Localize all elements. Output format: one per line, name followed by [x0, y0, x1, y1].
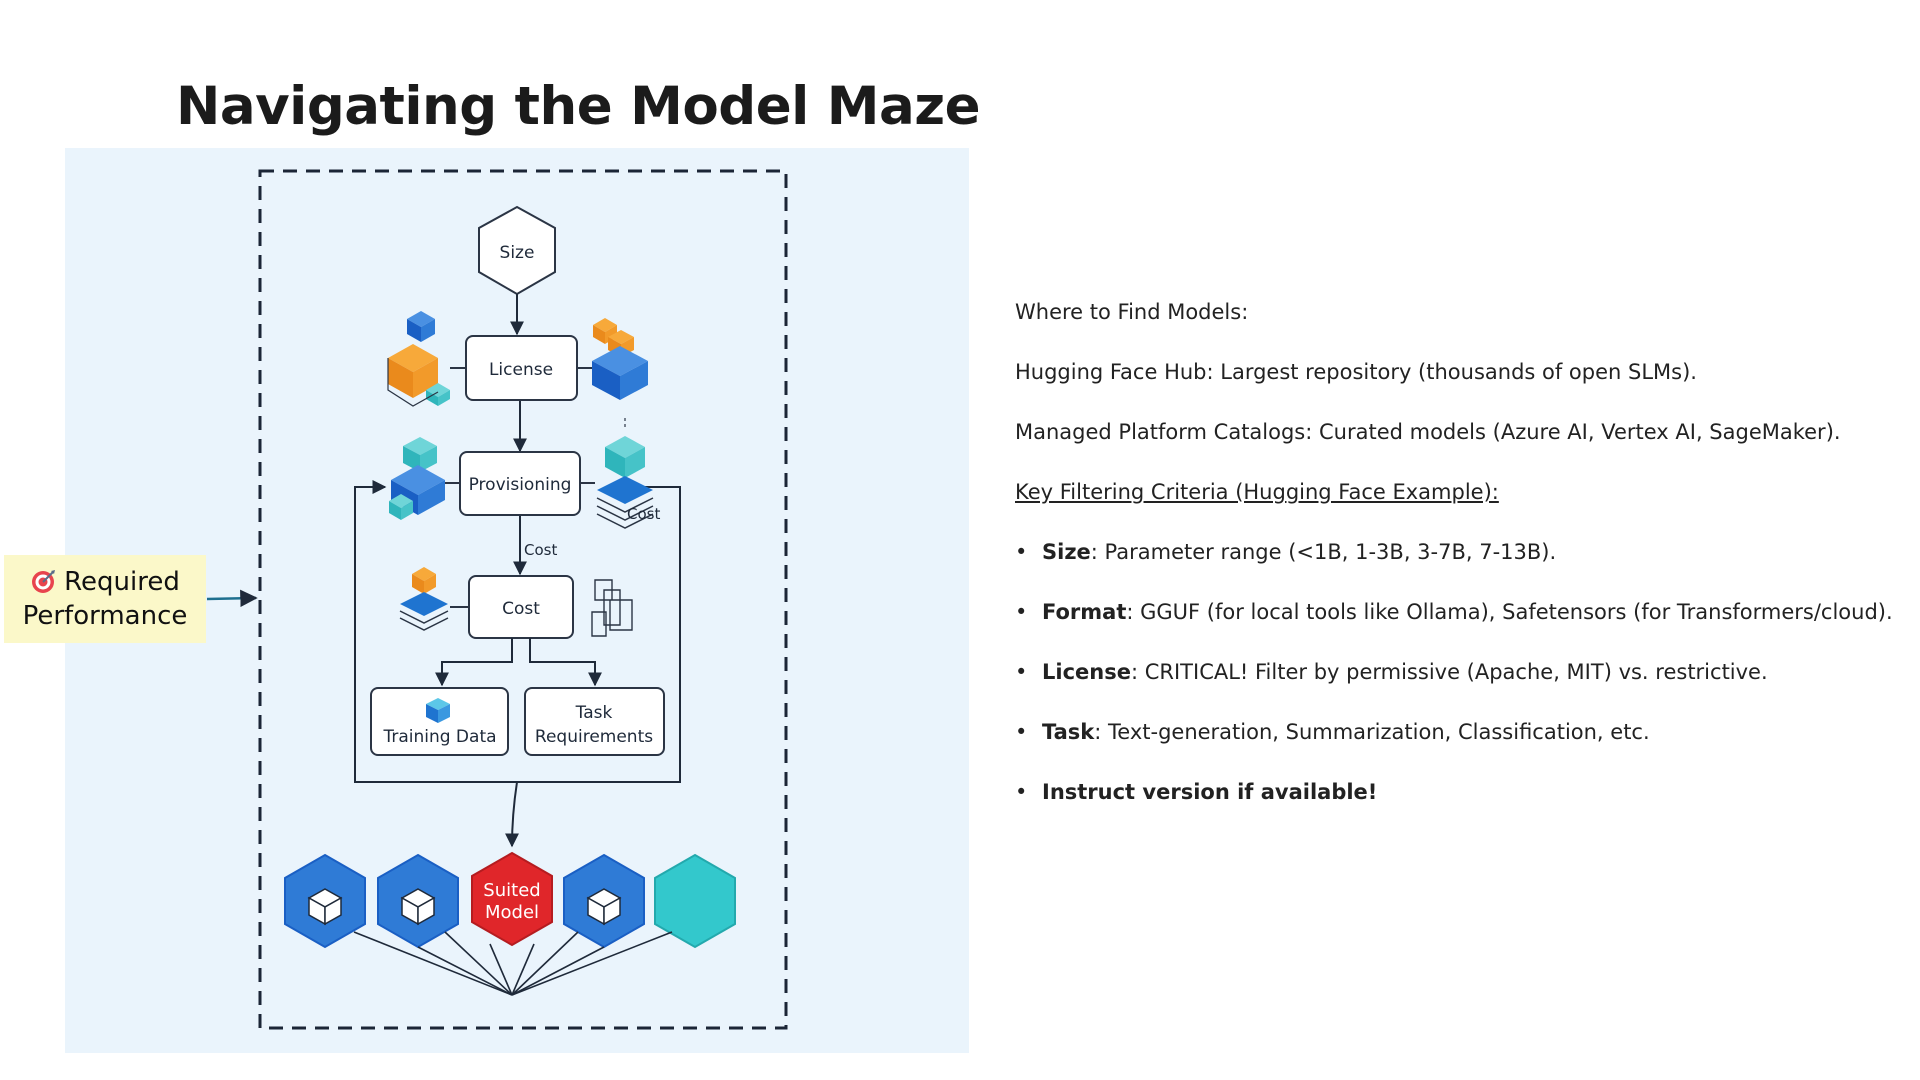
candidate-model-hex-3 [563, 853, 645, 949]
cube-icon [426, 698, 450, 723]
branch-training-data [435, 638, 513, 687]
list-item: License: CRITICAL! Filter by permissive … [1015, 660, 1895, 684]
cube-layers-orange-icon [399, 567, 449, 631]
training-data-label: Training Data [382, 727, 496, 747]
source-managed-platforms: Managed Platform Catalogs: Curated model… [1015, 420, 1841, 444]
cubes-orange-blue-icon [387, 311, 450, 407]
cube-icon [307, 888, 343, 926]
callout-line2: Performance [22, 601, 188, 631]
cubes-blue-orange-icon [592, 318, 648, 400]
size-node: Size [478, 205, 556, 296]
task-requirements-node: Task Requirements [524, 687, 665, 756]
cost-side-label: Cost [627, 505, 660, 523]
candidate-model-hex-4 [654, 853, 736, 949]
find-models-heading: Where to Find Models: [1015, 300, 1249, 324]
cubes-teal-layers-icon [596, 418, 654, 529]
license-label: License [489, 360, 553, 380]
cost-arrow-label: Cost [524, 541, 557, 559]
slide-title: Navigating the Model Maze [176, 76, 981, 137]
list-item: Size: Parameter range (<1B, 1-3B, 3-7B, … [1015, 540, 1895, 564]
cubes-stack-teal-icon [389, 437, 445, 520]
loop-left [354, 480, 512, 783]
suited-model-line2: Model [485, 902, 539, 923]
source-hugging-face: Hugging Face Hub: Largest repository (th… [1015, 360, 1697, 384]
criterion-name: Task [1042, 720, 1095, 744]
task-label-line1: Task [575, 703, 613, 723]
criterion-name: License [1042, 660, 1131, 684]
list-item: Instruct version if available! [1015, 780, 1895, 804]
arrow-to-suited-model [505, 781, 520, 848]
cube-icon [586, 888, 622, 926]
criterion-desc: : Text-generation, Summarization, Classi… [1094, 720, 1650, 744]
criterion-desc: : CRITICAL! Filter by permissive (Apache… [1130, 660, 1768, 684]
loop-right [512, 486, 681, 783]
criteria-list: Size: Parameter range (<1B, 1-3B, 3-7B, … [1015, 540, 1895, 804]
model-sources-panel: Where to Find Models: Hugging Face Hub: … [1015, 300, 1895, 840]
required-performance-callout: Required Performance [4, 555, 206, 643]
callout-line1: Required [64, 567, 180, 597]
criterion-desc: : GGUF (for local tools like Ollama), Sa… [1126, 600, 1893, 624]
branch-task-requirements [529, 638, 602, 687]
provisioning-label: Provisioning [469, 475, 572, 495]
criterion-desc: : Parameter range (<1B, 1-3B, 3-7B, 7-13… [1090, 540, 1557, 564]
arrow-performance [206, 589, 258, 608]
cost-node: Cost [468, 575, 574, 639]
list-item: Task: Text-generation, Summarization, Cl… [1015, 720, 1895, 744]
wireframe-blocks-icon [591, 579, 633, 637]
list-item: Format: GGUF (for local tools like Ollam… [1015, 600, 1895, 624]
suited-model-hex: Suited Model [471, 851, 553, 947]
instruct-note: Instruct version if available! [1042, 780, 1378, 804]
candidate-model-hex-1 [284, 853, 366, 949]
provisioning-node: Provisioning [459, 451, 581, 516]
target-icon [30, 569, 56, 595]
criterion-name: Format [1042, 600, 1127, 624]
size-label: Size [500, 243, 535, 263]
dashed-boundary [258, 169, 788, 1030]
criterion-name: Size [1042, 540, 1091, 564]
training-data-node: Training Data [370, 687, 509, 756]
candidate-model-hex-2 [377, 853, 459, 949]
license-node: License [465, 335, 578, 401]
suited-model-line1: Suited [483, 880, 540, 901]
filtering-criteria-heading: Key Filtering Criteria (Hugging Face Exa… [1015, 480, 1499, 504]
task-label-line2: Requirements [535, 727, 653, 747]
fan-lines [353, 931, 673, 996]
cost-label: Cost [502, 599, 540, 619]
cube-icon [400, 888, 436, 926]
